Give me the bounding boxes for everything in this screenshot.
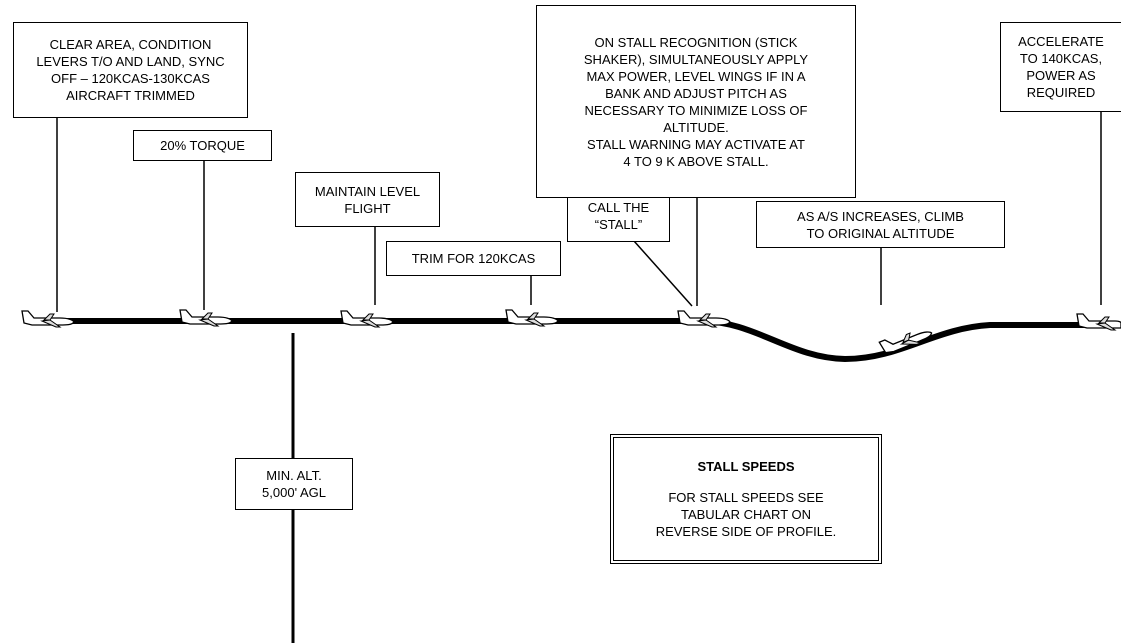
step-stall-recognition: ON STALL RECOGNITION (STICK SHAKER), SIM… xyxy=(536,5,856,198)
flight-path xyxy=(30,318,1121,363)
step-clear-area: CLEAR AREA, CONDITION LEVERS T/O AND LAN… xyxy=(13,22,248,118)
stall-speeds-box: STALL SPEEDS FOR STALL SPEEDS SEE TABULA… xyxy=(610,434,882,564)
aircraft-icon xyxy=(878,331,933,354)
stall-speeds-title: STALL SPEEDS xyxy=(697,459,795,474)
aircraft-icon xyxy=(340,310,394,328)
aircraft-icon xyxy=(1076,313,1121,331)
aircraft-icon xyxy=(21,310,75,328)
step-climb: AS A/S INCREASES, CLIMB TO ORIGINAL ALTI… xyxy=(756,201,1005,248)
step-trim: TRIM FOR 120KCAS xyxy=(386,241,561,276)
min-altitude-box: MIN. ALT. 5,000' AGL xyxy=(235,458,353,510)
step-torque: 20% TORQUE xyxy=(133,130,272,161)
aircraft-icon xyxy=(677,310,731,328)
leader-line xyxy=(633,240,693,307)
step-accelerate: ACCELERATE TO 140KCAS, POWER AS REQUIRED xyxy=(1000,22,1121,112)
step-maintain-level: MAINTAIN LEVEL FLIGHT xyxy=(295,172,440,227)
aircraft-icon xyxy=(505,309,559,327)
step-call-stall: CALL THE “STALL” xyxy=(567,190,670,242)
aircraft-icon xyxy=(179,309,233,327)
